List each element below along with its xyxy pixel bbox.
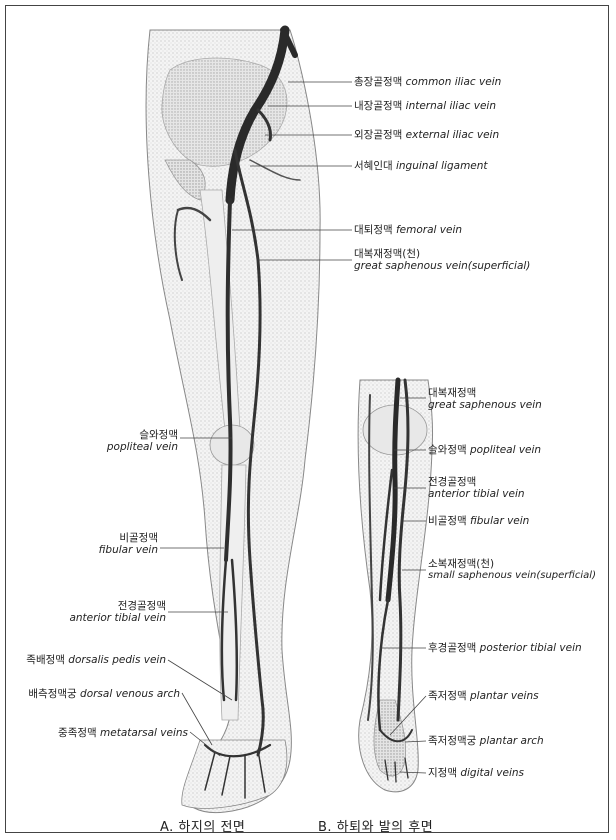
label-en: popliteal vein <box>60 441 178 453</box>
label-fibular-vein-b: 비골정맥 fibular vein <box>428 515 529 527</box>
label-great-saphenous-vein-b: 대복재정맥 great saphenous vein <box>428 387 542 411</box>
label-en: metatarsal veins <box>100 727 188 739</box>
label-en: fibular vein <box>40 544 158 556</box>
label-en: posterior tibial vein <box>480 642 582 654</box>
label-en: great saphenous vein <box>428 399 542 411</box>
caption-a: A. 하지의 전면 <box>160 816 245 835</box>
label-en: common iliac vein <box>406 76 502 88</box>
label-ko: 대복재정맥 <box>428 387 542 399</box>
label-ko: 총장골정맥 <box>354 76 402 88</box>
label-ko: 전경골정맥 <box>40 600 166 612</box>
label-internal-iliac-vein: 내장골정맥 internal iliac vein <box>354 100 496 112</box>
label-ko: 중족정맥 <box>58 727 97 739</box>
label-plantar-arch: 족저정맥궁 plantar arch <box>428 735 544 747</box>
label-anterior-tibial-vein-b: 전경골정맥 anterior tibial vein <box>428 476 525 500</box>
label-popliteal-vein-a: 슬와정맥 popliteal vein <box>60 429 178 453</box>
label-dorsalis-pedis-vein: 족배정맥 dorsalis pedis vein <box>10 654 166 666</box>
label-ko: 슬와정맥 <box>428 444 467 456</box>
label-en: internal iliac vein <box>406 100 496 112</box>
label-en: plantar veins <box>470 690 539 702</box>
label-femoral-vein: 대퇴정맥 femoral vein <box>354 224 462 236</box>
label-en: femoral vein <box>396 224 462 236</box>
label-anterior-tibial-vein-a: 전경골정맥 anterior tibial vein <box>40 600 166 624</box>
label-ko: 전경골정맥 <box>428 476 525 488</box>
label-ko: 후경골정맥 <box>428 642 476 654</box>
label-en: fibular vein <box>470 515 529 527</box>
label-ko: 배측정맥궁 <box>28 688 76 700</box>
label-external-iliac-vein: 외장골정맥 external iliac vein <box>354 129 499 141</box>
label-en: dorsal venous arch <box>80 688 180 700</box>
label-plantar-veins: 족저정맥 plantar veins <box>428 690 539 702</box>
label-ko: 서혜인대 <box>354 160 393 172</box>
caption-b: B. 하퇴와 발의 후면 <box>318 816 433 835</box>
label-ko: 외장골정맥 <box>354 129 402 141</box>
label-ko: 내장골정맥 <box>354 100 402 112</box>
label-en: popliteal vein <box>470 444 541 456</box>
label-inguinal-ligament: 서혜인대 inguinal ligament <box>354 160 488 172</box>
label-digital-veins: 지정맥 digital veins <box>428 767 524 779</box>
label-en: digital veins <box>460 767 524 779</box>
label-ko: 족배정맥 <box>26 654 65 666</box>
label-ko: 족저정맥 <box>428 690 467 702</box>
label-posterior-tibial-vein: 후경골정맥 posterior tibial vein <box>428 642 582 654</box>
label-small-saphenous-vein: 소복재정맥(천) small saphenous vein(superficia… <box>428 558 596 582</box>
label-en: anterior tibial vein <box>40 612 166 624</box>
label-common-iliac-vein: 총장골정맥 common iliac vein <box>354 76 501 88</box>
label-ko: 대복재정맥(천) <box>354 248 530 260</box>
label-fibular-vein-a: 비골정맥 fibular vein <box>40 532 158 556</box>
label-great-saphenous-vein-a: 대복재정맥(천) great saphenous vein(superficia… <box>354 248 530 272</box>
label-ko: 지정맥 <box>428 767 457 779</box>
label-en: great saphenous vein(superficial) <box>354 260 530 272</box>
label-en: plantar arch <box>480 735 544 747</box>
label-en: dorsalis pedis vein <box>68 654 166 666</box>
label-ko: 족저정맥궁 <box>428 735 476 747</box>
label-ko: 비골정맥 <box>40 532 158 544</box>
label-ko: 슬와정맥 <box>60 429 178 441</box>
label-metatarsal-veins: 중족정맥 metatarsal veins <box>10 727 188 739</box>
label-ko: 비골정맥 <box>428 515 467 527</box>
label-ko: 소복재정맥(천) <box>428 558 596 570</box>
label-en: small saphenous vein(superficial) <box>428 570 596 582</box>
label-en: inguinal ligament <box>396 160 488 172</box>
label-ko: 대퇴정맥 <box>354 224 393 236</box>
label-en: external iliac vein <box>406 129 499 141</box>
label-dorsal-venous-arch: 배측정맥궁 dorsal venous arch <box>10 688 180 700</box>
label-en: anterior tibial vein <box>428 488 525 500</box>
label-popliteal-vein-b: 슬와정맥 popliteal vein <box>428 444 541 456</box>
